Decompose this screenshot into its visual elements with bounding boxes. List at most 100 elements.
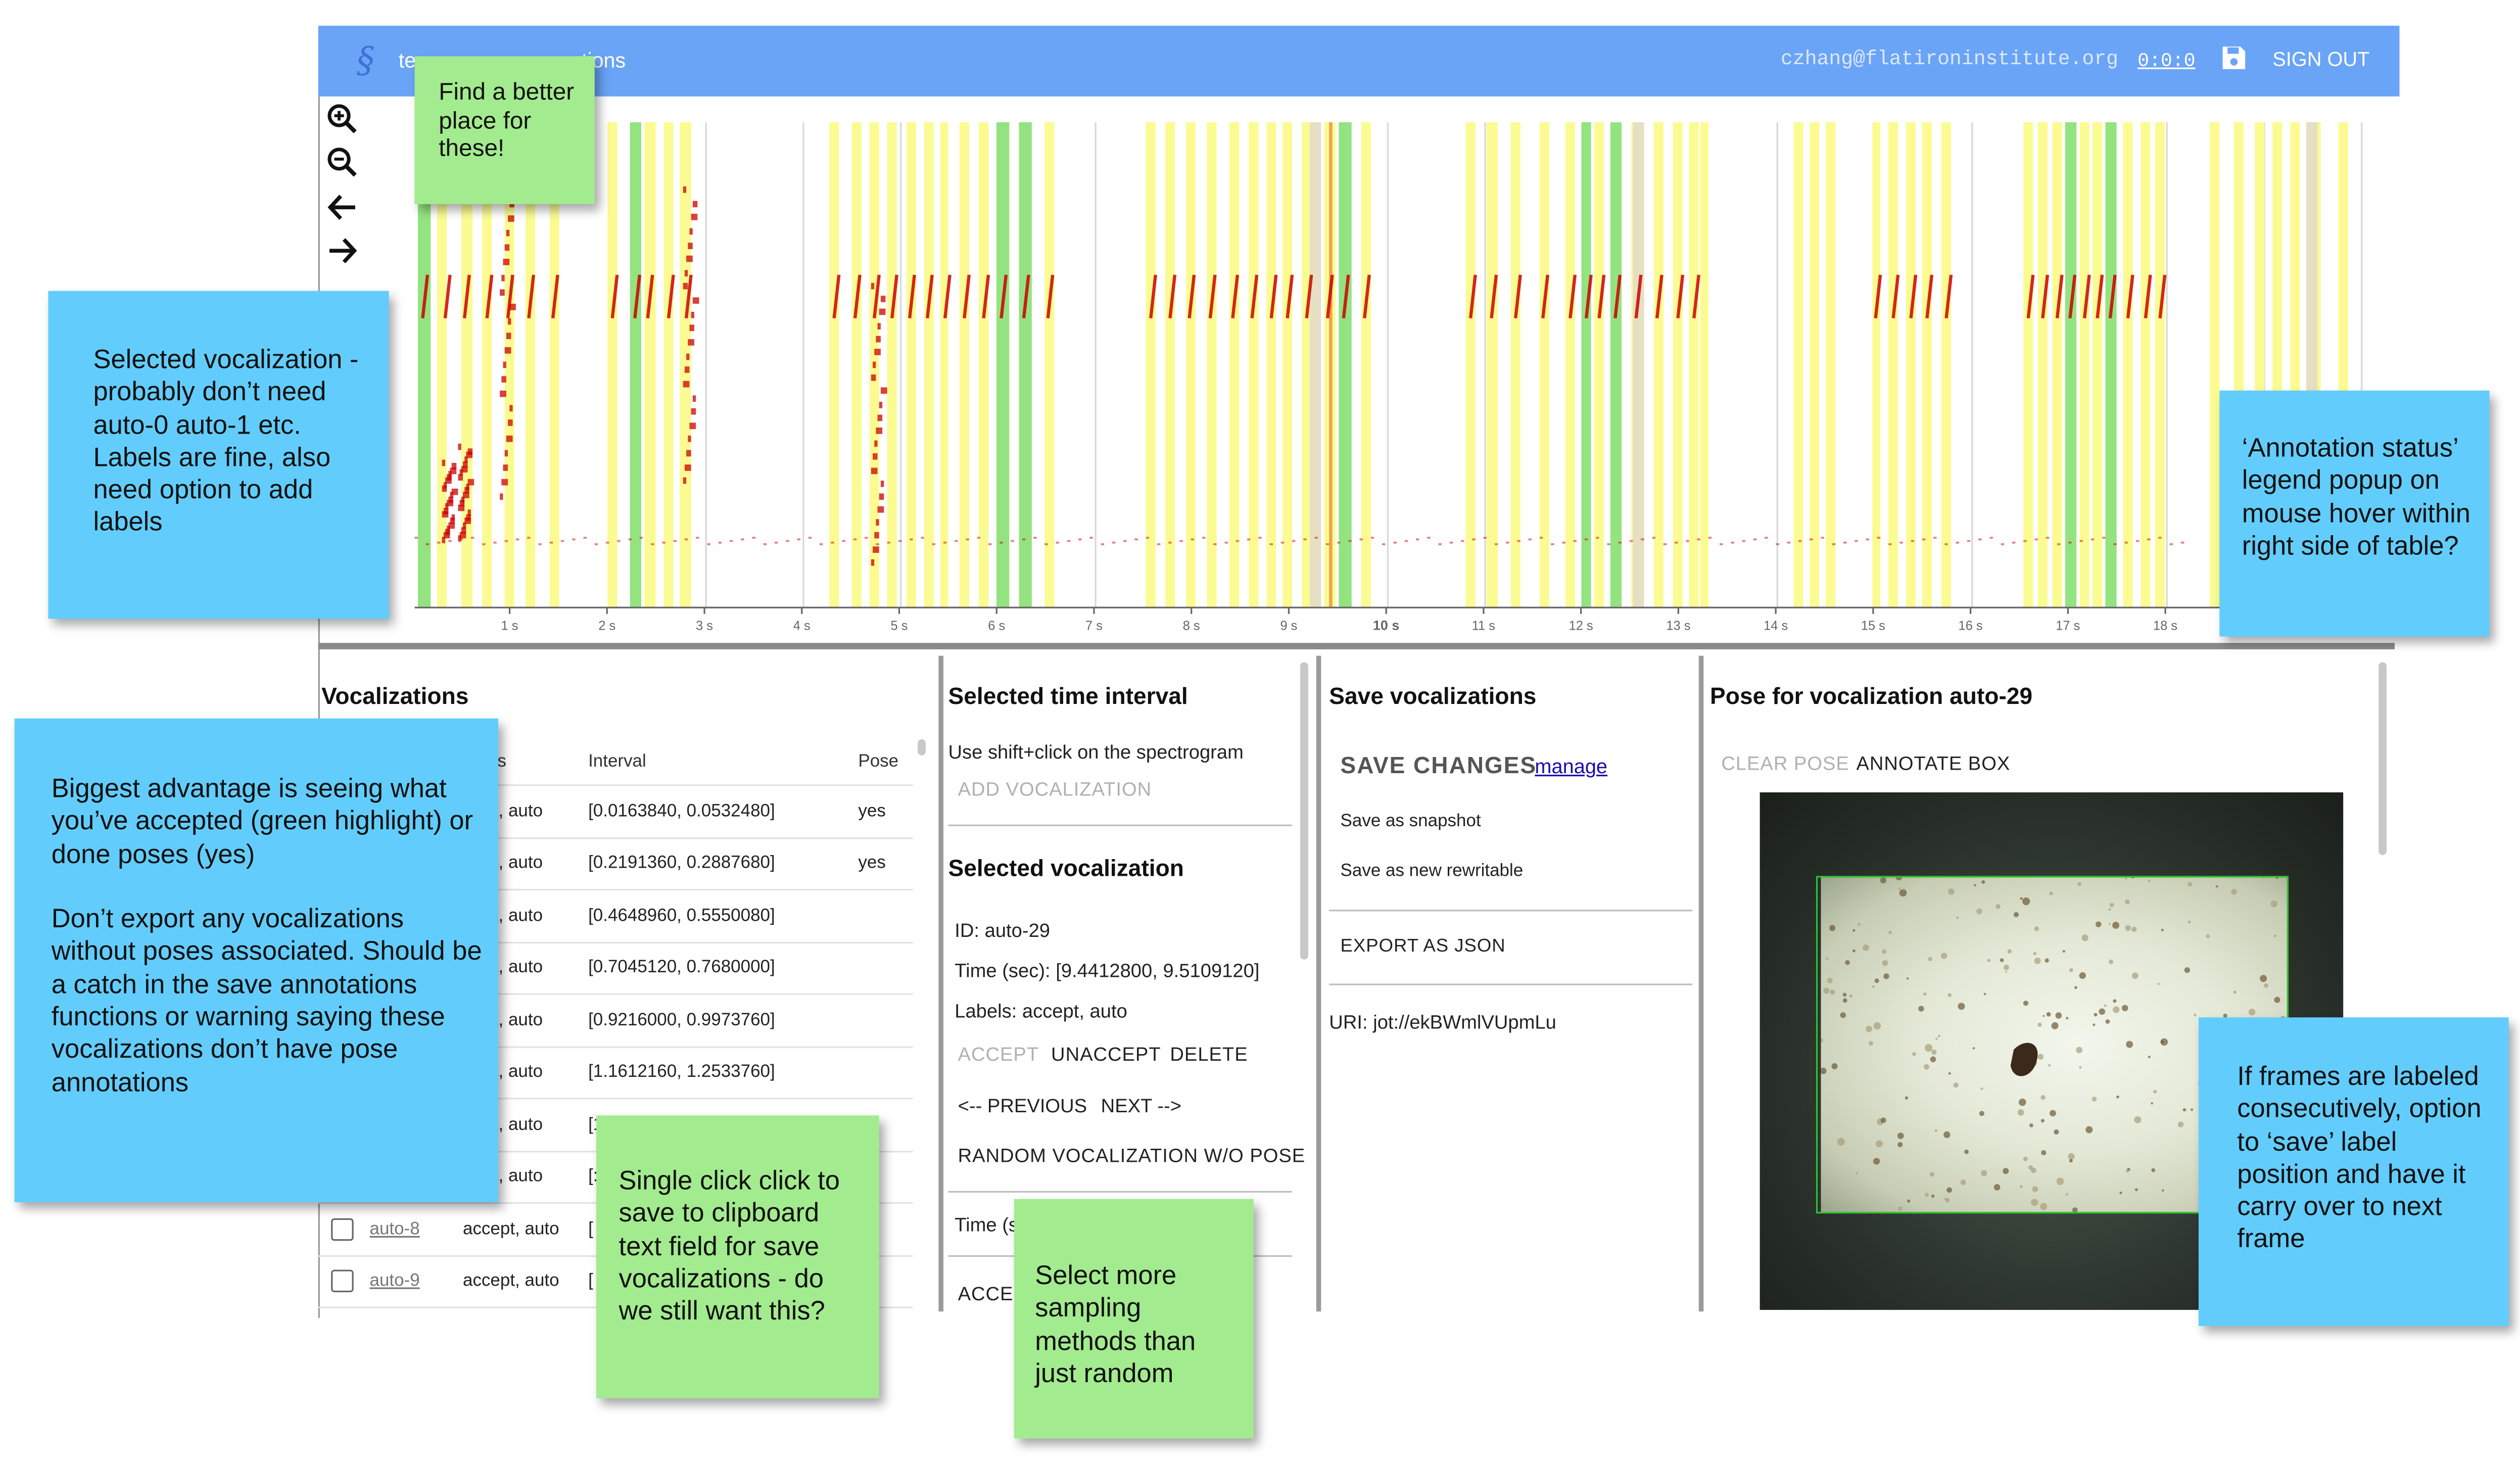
pose-scrollbar[interactable] xyxy=(2379,662,2387,856)
vocalization-band xyxy=(2079,122,2089,608)
table-scrollbar[interactable] xyxy=(918,739,926,755)
row-checkbox[interactable] xyxy=(331,1218,354,1241)
noise-speck xyxy=(662,541,665,544)
call-energy xyxy=(877,506,884,513)
row-id-link[interactable]: auto-8 xyxy=(369,1219,420,1239)
arrow-right-icon[interactable] xyxy=(326,234,359,267)
call-energy xyxy=(873,453,878,460)
noise-speck xyxy=(2169,543,2173,545)
vocalization-band xyxy=(1266,122,1276,608)
bedding-speck xyxy=(2048,1064,2051,1067)
app-title-left: te xyxy=(398,48,416,73)
unaccept-button[interactable]: UNACCEPT xyxy=(1051,1043,1161,1066)
noise-speck xyxy=(1584,538,1588,541)
bedding-speck xyxy=(1956,916,1959,919)
row-id[interactable]: auto-8 xyxy=(369,1203,463,1256)
bedding-speck xyxy=(2215,885,2218,888)
bedding-speck xyxy=(2076,1047,2082,1054)
row-checkbox[interactable] xyxy=(331,1270,354,1293)
selection-scrollbar[interactable] xyxy=(1300,662,1308,960)
accept-button[interactable]: ACCEPT xyxy=(958,1043,1039,1066)
bedding-speck xyxy=(2004,964,2009,970)
vocalization-band xyxy=(680,122,691,608)
vocalization-band xyxy=(2023,122,2033,608)
call-signal xyxy=(2068,274,2077,319)
save-icon[interactable] xyxy=(2221,45,2247,71)
noise-speck xyxy=(1179,540,1183,542)
call-energy xyxy=(683,186,687,193)
save-changes-button[interactable]: SAVE CHANGES xyxy=(1340,753,1537,780)
clear-pose-button[interactable]: CLEAR POSE xyxy=(1721,752,1849,775)
bedding-speck xyxy=(2233,990,2237,994)
bedding-speck xyxy=(2037,1022,2042,1027)
vocalization-band xyxy=(1793,122,1803,608)
bedding-speck xyxy=(2099,1008,2106,1015)
call-energy xyxy=(508,215,514,222)
noise-speck xyxy=(1146,537,1150,539)
row-id-link[interactable]: auto-9 xyxy=(369,1271,420,1291)
noise-speck xyxy=(1776,543,1779,545)
annotate-box-button[interactable]: ANNOTATE BOX xyxy=(1856,752,2011,775)
arrow-left-icon[interactable] xyxy=(326,191,359,223)
call-energy xyxy=(442,537,445,544)
previous-button[interactable]: <-- PREVIOUS xyxy=(958,1094,1087,1117)
zoom-out-icon[interactable] xyxy=(326,146,359,178)
bedding-speck xyxy=(2029,1123,2033,1127)
noise-speck xyxy=(1517,540,1520,542)
random-vocalization-button[interactable]: RANDOM VOCALIZATION W/O POSE xyxy=(958,1144,1306,1167)
save-rewritable-button[interactable]: Save as new rewritable xyxy=(1340,861,1524,881)
uri-text[interactable]: URI: jot://ekBWmlVUpmLu xyxy=(1329,1011,1556,1034)
call-energy xyxy=(683,381,690,388)
bedding-speck xyxy=(1823,987,1830,994)
call-energy xyxy=(504,347,511,354)
bedding-speck xyxy=(1930,1056,1936,1062)
manage-link[interactable]: manage xyxy=(1535,755,1608,778)
call-signal xyxy=(1325,274,1334,319)
call-signal xyxy=(1208,274,1217,319)
bedding-speck xyxy=(1888,930,1892,934)
noise-speck xyxy=(549,541,553,544)
noise-speck xyxy=(1798,540,1802,542)
add-vocalization-button[interactable]: ADD VOCALIZATION xyxy=(958,778,1152,800)
noise-speck xyxy=(1472,538,1476,541)
call-energy xyxy=(442,485,447,492)
export-json-button[interactable]: EXPORT AS JSON xyxy=(1340,937,1506,957)
row-pose: yes xyxy=(858,785,913,838)
call-energy xyxy=(871,467,878,475)
call-signal xyxy=(463,274,471,319)
call-signal xyxy=(1676,274,1685,319)
delete-button[interactable]: DELETE xyxy=(1170,1043,1248,1066)
noise-speck xyxy=(1956,541,1960,544)
call-energy xyxy=(503,361,506,368)
row-id[interactable]: auto-9 xyxy=(369,1255,463,1308)
bedding-speck xyxy=(2050,1110,2056,1117)
call-energy xyxy=(508,318,511,325)
next-button[interactable]: NEXT --> xyxy=(1101,1094,1182,1117)
zoom-in-icon[interactable] xyxy=(326,103,359,135)
vocalization-band xyxy=(2065,122,2077,608)
call-signal xyxy=(1909,274,1918,319)
noise-speck xyxy=(1753,538,1757,541)
vocalization-band-other xyxy=(1633,122,1644,608)
column-divider xyxy=(938,655,943,1312)
call-energy xyxy=(503,464,508,471)
row-interval: [0.0163840, 0.0532480] xyxy=(588,785,859,838)
bedding-speck xyxy=(2160,1038,2168,1046)
noise-speck xyxy=(910,538,913,541)
noise-speck xyxy=(1337,541,1341,544)
bedding-speck xyxy=(2019,1185,2023,1189)
row-checkbox-cell[interactable] xyxy=(318,1255,370,1308)
noise-speck xyxy=(775,541,778,544)
bedding-speck xyxy=(1873,1022,1881,1030)
vocalization-band xyxy=(644,122,656,608)
bedding-speck xyxy=(2044,958,2049,963)
noise-speck xyxy=(1247,538,1251,541)
call-energy xyxy=(464,456,468,463)
sign-out-button[interactable]: SIGN OUT xyxy=(2272,48,2370,71)
noise-speck xyxy=(1832,543,1836,545)
save-snapshot-button[interactable]: Save as snapshot xyxy=(1340,812,1481,831)
noise-speck xyxy=(583,537,587,539)
row-checkbox-cell[interactable] xyxy=(318,1203,370,1256)
